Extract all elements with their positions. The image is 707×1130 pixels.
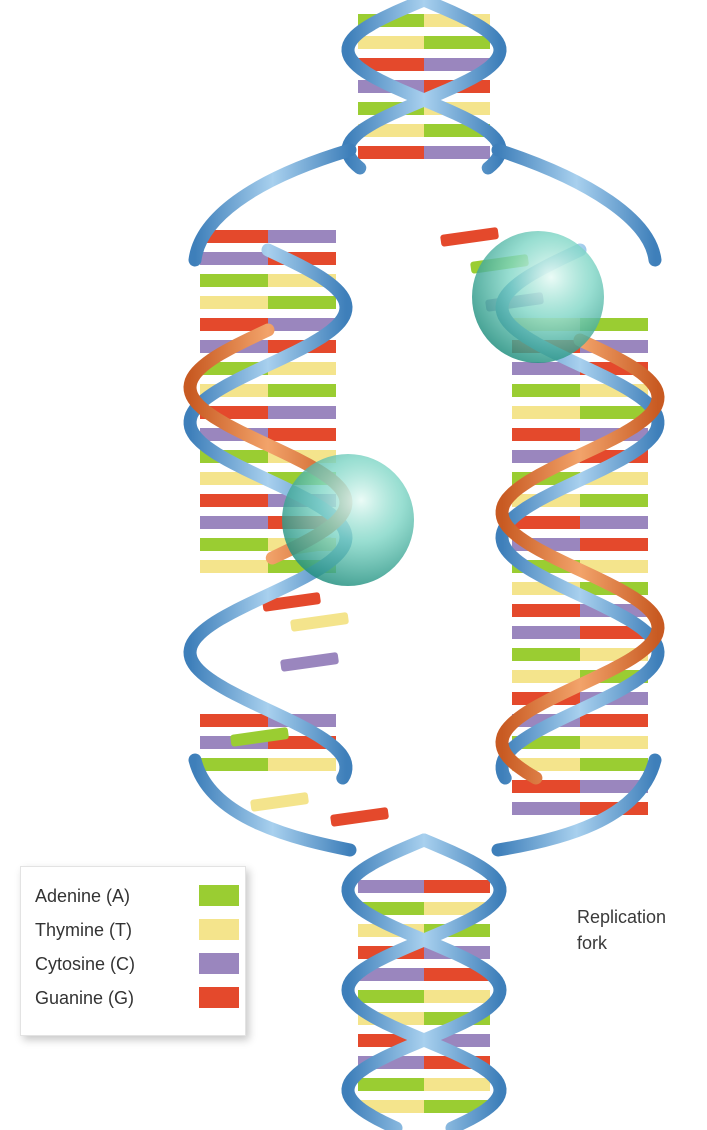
right-daughter-base-right: [580, 758, 648, 771]
legend-item-guanine: Guanine (G): [35, 986, 245, 1020]
left-daughter-base-right: [268, 428, 336, 441]
legend-item-cytosine: Cytosine (C): [35, 952, 245, 986]
adenine-swatch: [199, 885, 239, 906]
left-daughter-base-left: [200, 560, 268, 573]
right-daughter-base-right: [580, 714, 648, 727]
dna-polymerase-lower: [282, 454, 414, 586]
right-daughter-base-right: [580, 494, 648, 507]
replication-fork-label-line2: fork: [577, 930, 666, 956]
bottom-helix-base-left: [358, 880, 424, 893]
top-helix-base-right: [424, 146, 490, 159]
right-daughter-base-right: [580, 538, 648, 551]
right-daughter-base-left: [512, 428, 580, 441]
free-nucleotide: [250, 792, 309, 812]
left-branch-open: [195, 150, 350, 260]
right-daughter-base-left: [512, 604, 580, 617]
cytosine-swatch: [199, 953, 239, 974]
top-helix-base-left: [358, 146, 424, 159]
guanine-swatch: [199, 987, 239, 1008]
bottom-helix-base-right: [424, 880, 490, 893]
left-daughter-base-right: [268, 406, 336, 419]
top-helix-base-right: [424, 36, 490, 49]
legend-item-thymine: Thymine (T): [35, 918, 245, 952]
left-daughter-base-right: [268, 296, 336, 309]
right-daughter-base-left: [512, 384, 580, 397]
left-daughter-base-left: [200, 296, 268, 309]
left-daughter-base-right: [268, 758, 336, 771]
bottom-helix-base-right: [424, 990, 490, 1003]
bottom-helix-base-left: [358, 990, 424, 1003]
dna-polymerase-upper: [472, 231, 604, 363]
left-daughter-base-left: [200, 494, 268, 507]
right-daughter-base-left: [512, 626, 580, 639]
left-daughter-base-left: [200, 758, 268, 771]
top-helix-base-left: [358, 36, 424, 49]
right-daughter-base-left: [512, 670, 580, 683]
left-daughter-base-left: [200, 274, 268, 287]
base-legend: Adenine (A) Thymine (T) Cytosine (C) Gua…: [20, 866, 246, 1036]
left-daughter-base-left: [200, 538, 268, 551]
free-nucleotide: [440, 227, 499, 247]
right-daughter-base-left: [512, 406, 580, 419]
bottom-helix-base-right: [424, 1078, 490, 1091]
left-daughter-base-left: [200, 252, 268, 265]
replication-fork-label-line1: Replication: [577, 904, 666, 930]
right-daughter-base-right: [580, 736, 648, 749]
bottom-helix-base-left: [358, 1078, 424, 1091]
legend-item-adenine: Adenine (A): [35, 884, 245, 918]
right-daughter-base-left: [512, 648, 580, 661]
left-daughter-base-left: [200, 714, 268, 727]
left-daughter-base-right: [268, 384, 336, 397]
free-nucleotide: [290, 612, 349, 632]
free-nucleotide: [330, 807, 389, 827]
free-nucleotide: [280, 652, 339, 672]
left-daughter-base-left: [200, 516, 268, 529]
thymine-swatch: [199, 919, 239, 940]
replication-fork-label: Replication fork: [577, 904, 666, 956]
right-daughter-base-left: [512, 780, 580, 793]
right-daughter-base-right: [580, 516, 648, 529]
right-daughter-base-left: [512, 802, 580, 815]
left-daughter-base-right: [268, 230, 336, 243]
